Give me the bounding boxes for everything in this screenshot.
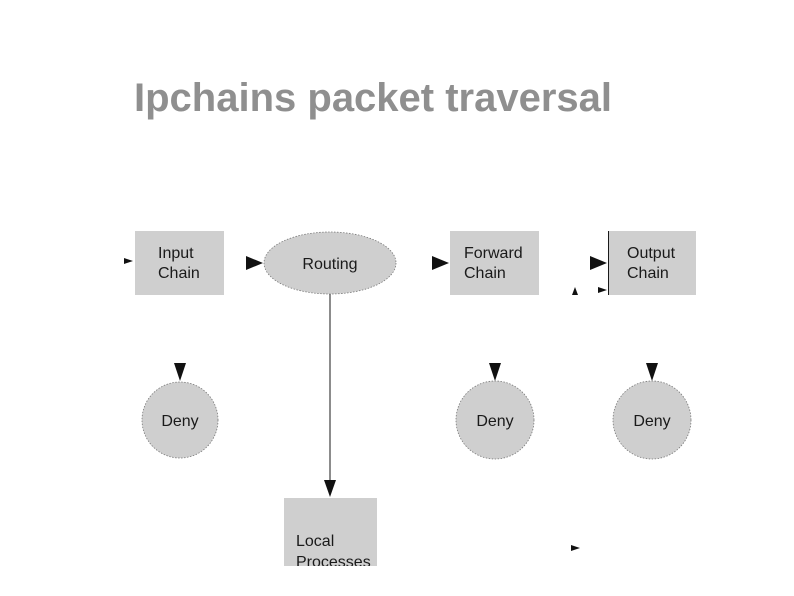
deny-forward-label: Deny: [476, 413, 513, 430]
input-chain-node: Input Chain: [135, 231, 224, 295]
input-chain-label-line2: Chain: [158, 265, 200, 282]
output-chain-box: [608, 231, 696, 295]
local-processes-node: Local Processes: [284, 498, 377, 571]
local-to-output-arrowhead: [598, 287, 607, 293]
input-to-deny-arrowhead: [174, 363, 186, 381]
output-chain-label-line1: Output: [627, 245, 676, 262]
local-exit-arrowhead: [571, 545, 580, 551]
forward-to-deny-arrowhead: [489, 363, 501, 381]
local-processes-box: [284, 498, 377, 566]
deny-input-node: Deny: [141, 381, 219, 459]
forward-chain-box: [450, 231, 539, 295]
diagram-title: Ipchains packet traversal: [134, 76, 613, 120]
forward-to-output-arrowhead: [590, 256, 607, 270]
local-processes-label-line1: Local: [296, 533, 334, 550]
routing-label: Routing: [302, 256, 357, 273]
input-entry-arrowhead: [124, 258, 133, 264]
forward-chain-label-line1: Forward: [464, 245, 523, 262]
arrows: [124, 256, 658, 551]
output-to-deny-arrowhead: [646, 363, 658, 381]
deny-output-label: Deny: [633, 413, 670, 430]
deny-input-circle: [141, 381, 219, 459]
input-chain-label-line1: Input: [158, 245, 194, 262]
output-chain-label-line2: Chain: [627, 265, 669, 282]
deny-output-node: Deny: [612, 380, 692, 460]
bottom-cutoff-mask: [270, 566, 390, 596]
deny-forward-node: Deny: [455, 380, 535, 460]
forward-chain-label-line2: Chain: [464, 265, 506, 282]
forward-chain-node: Forward Chain: [450, 231, 539, 295]
routing-to-forward-arrowhead: [432, 256, 449, 270]
output-upward-arrowhead: [572, 287, 578, 295]
routing-node: Routing: [263, 231, 397, 295]
deny-input-label: Deny: [161, 413, 198, 430]
input-to-routing-arrowhead: [246, 256, 263, 270]
input-chain-box: [135, 231, 224, 295]
output-chain-node: Output Chain: [608, 231, 696, 295]
routing-to-local-arrowhead: [324, 480, 336, 497]
